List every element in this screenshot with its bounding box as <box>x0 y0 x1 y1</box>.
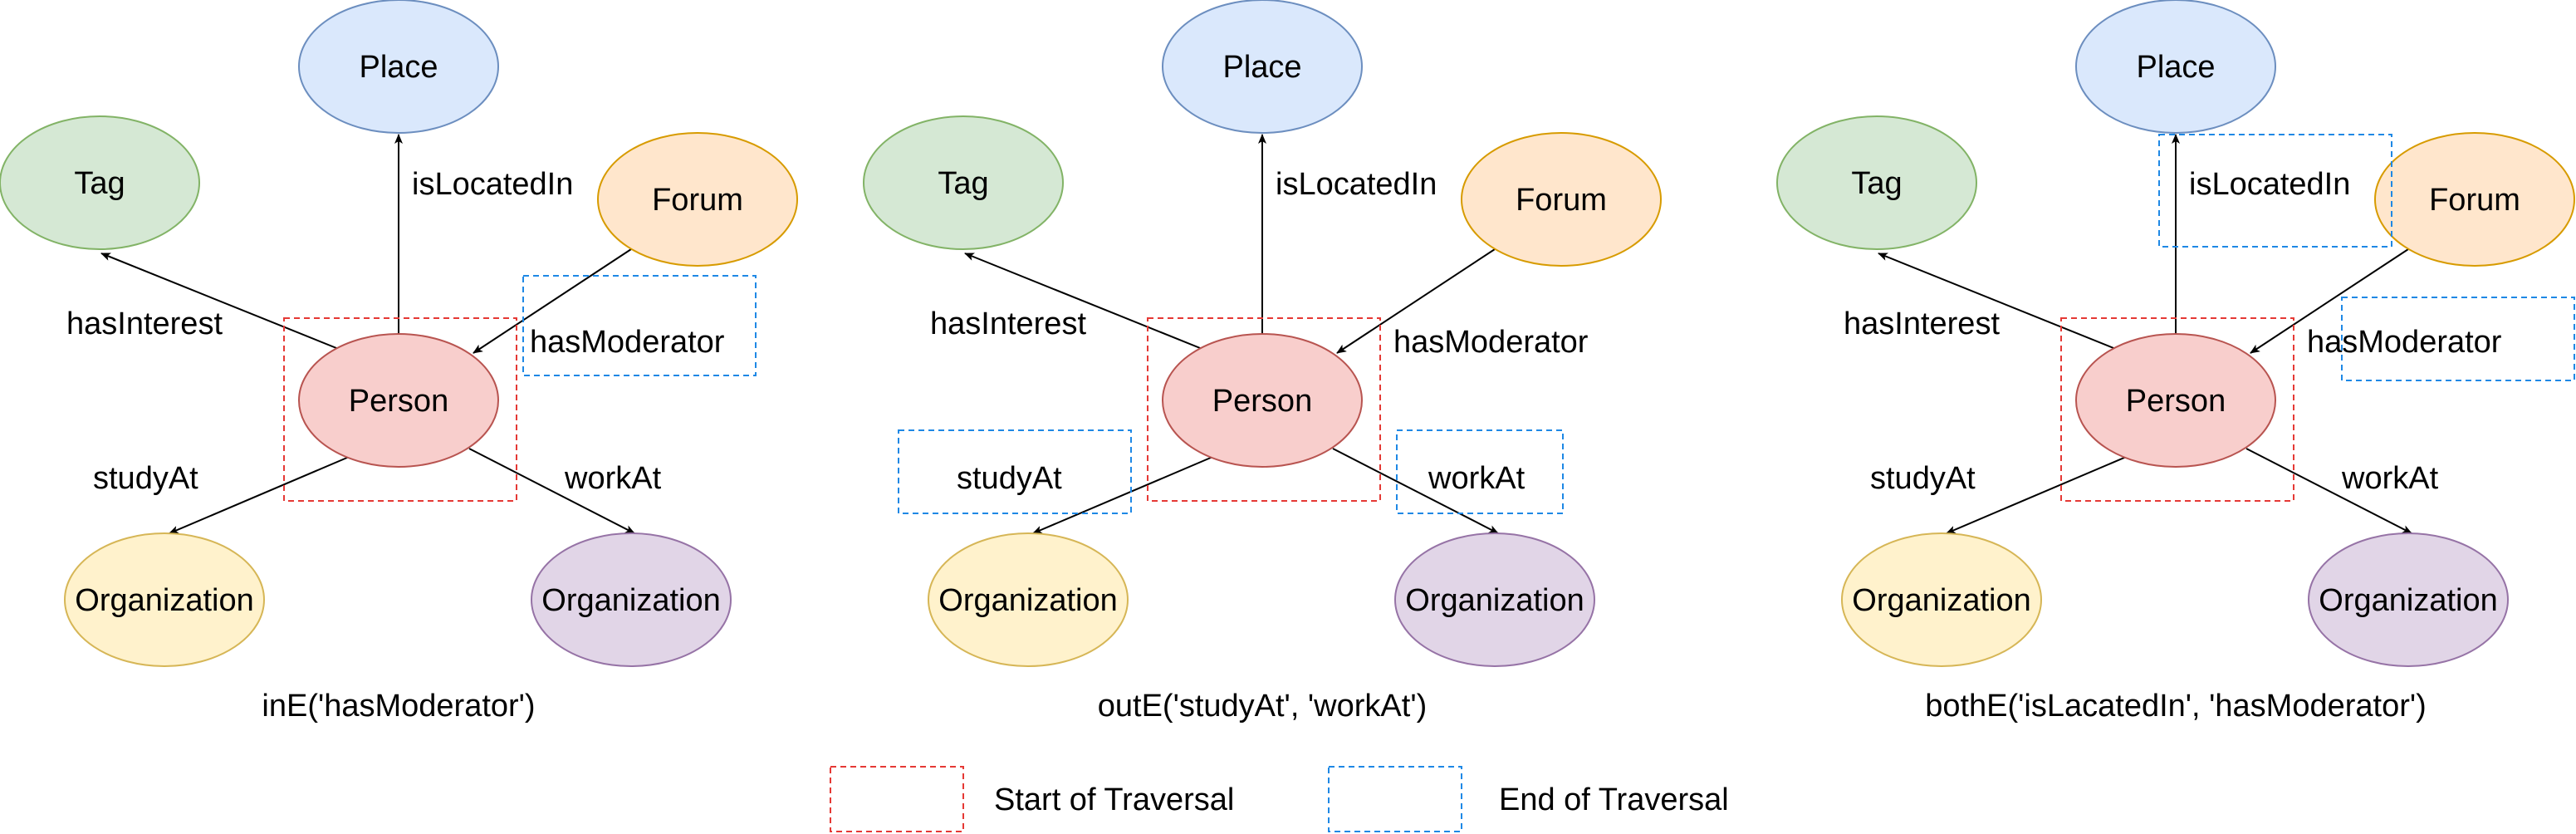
node-org-work-label: Organization <box>1405 583 1584 618</box>
edge-label-hasmoderator: hasModerator <box>1393 325 1589 360</box>
node-tag-label: Tag <box>1851 166 1902 201</box>
edge-studyat-arrow <box>1032 452 1223 534</box>
node-forum-label: Forum <box>2429 183 2520 218</box>
legend-start-label: Start of Traversal <box>994 782 1234 817</box>
edge-label-workat: workAt <box>2341 461 2439 496</box>
node-place-label: Place <box>2136 50 2215 85</box>
edge-hasinterest-arrow <box>1878 253 2127 354</box>
edge-label-workat: workAt <box>1428 461 1526 496</box>
edge-label-studyat: studyAt <box>93 461 198 496</box>
edge-label-hasinterest: hasInterest <box>930 307 1086 341</box>
node-org-study-label: Organization <box>1852 583 2030 618</box>
node-org-study <box>64 532 265 667</box>
node-org-work-label: Organization <box>2319 583 2497 618</box>
edge-label-hasinterest: hasInterest <box>66 307 223 341</box>
node-person <box>1162 333 1363 468</box>
end-traversal-box <box>2158 134 2392 248</box>
node-person <box>298 333 499 468</box>
end-traversal-box <box>1396 429 1564 514</box>
node-forum <box>597 132 798 267</box>
edge-label-studyat: studyAt <box>1870 461 1976 496</box>
node-forum-label: Forum <box>1516 183 1607 218</box>
node-tag <box>863 115 1064 250</box>
node-org-study <box>928 532 1129 667</box>
node-forum <box>2374 132 2575 267</box>
edge-hasmoderator-arrow <box>1336 248 1496 354</box>
start-traversal-box <box>2060 317 2294 502</box>
edge-label-hasmoderator: hasModerator <box>2307 325 2502 360</box>
node-tag <box>1776 115 1977 250</box>
edge-label-islocatedin: isLocatedIn <box>412 167 573 202</box>
node-place <box>1162 0 1363 134</box>
edge-label-islocatedin: isLocatedIn <box>2189 167 2350 202</box>
edge-workat-arrow <box>468 448 635 534</box>
node-place <box>298 0 499 134</box>
node-org-study <box>1841 532 2042 667</box>
edge-label-workat: workAt <box>564 461 662 496</box>
node-org-work <box>2308 532 2509 667</box>
node-person-label: Person <box>1212 384 1312 419</box>
end-traversal-box <box>522 275 757 376</box>
edge-hasmoderator-arrow <box>2250 248 2409 354</box>
legend: Start of Traversal End of Traversal <box>830 766 1729 832</box>
start-traversal-box <box>283 317 517 502</box>
end-traversal-box <box>898 429 1132 514</box>
node-tag-label: Tag <box>74 166 125 201</box>
node-org-work-label: Organization <box>541 583 720 618</box>
node-org-study-label: Organization <box>938 583 1117 618</box>
node-person <box>2075 333 2276 468</box>
diagram-caption: outE('studyAt', 'workAt') <box>1098 689 1427 724</box>
edge-label-islocatedin: isLocatedIn <box>1276 167 1437 202</box>
legend-start-box <box>830 766 964 832</box>
node-tag-label: Tag <box>938 166 988 201</box>
edge-hasinterest-arrow <box>100 253 350 354</box>
node-forum-label: Forum <box>652 183 743 218</box>
node-person-label: Person <box>2126 384 2226 419</box>
diagram-caption: inE('hasModerator') <box>262 689 535 724</box>
edge-label-studyat: studyAt <box>957 461 1062 496</box>
node-forum <box>1461 132 1662 267</box>
node-tag <box>0 115 200 250</box>
edge-studyat-arrow <box>1946 452 2137 534</box>
node-org-work <box>1394 532 1595 667</box>
edge-label-hasinterest: hasInterest <box>1844 307 2000 341</box>
edge-workat-arrow <box>1332 448 1499 534</box>
edge-studyat-arrow <box>169 452 360 534</box>
node-person-label: Person <box>349 384 448 419</box>
node-org-study-label: Organization <box>75 583 253 618</box>
node-place <box>2075 0 2276 134</box>
edge-hasmoderator-arrow <box>473 248 632 354</box>
edge-label-hasmoderator: hasModerator <box>530 325 725 360</box>
start-traversal-box <box>1147 317 1381 502</box>
end-traversal-box <box>2341 297 2575 381</box>
legend-end-box <box>1328 766 1462 832</box>
edge-workat-arrow <box>2245 448 2412 534</box>
legend-end-label: End of Traversal <box>1499 782 1729 817</box>
node-place-label: Place <box>1222 50 1301 85</box>
node-org-work <box>531 532 732 667</box>
diagram-caption: bothE('isLacatedIn', 'hasModerator') <box>1925 689 2427 724</box>
node-place-label: Place <box>359 50 438 85</box>
edge-hasinterest-arrow <box>964 253 1213 354</box>
